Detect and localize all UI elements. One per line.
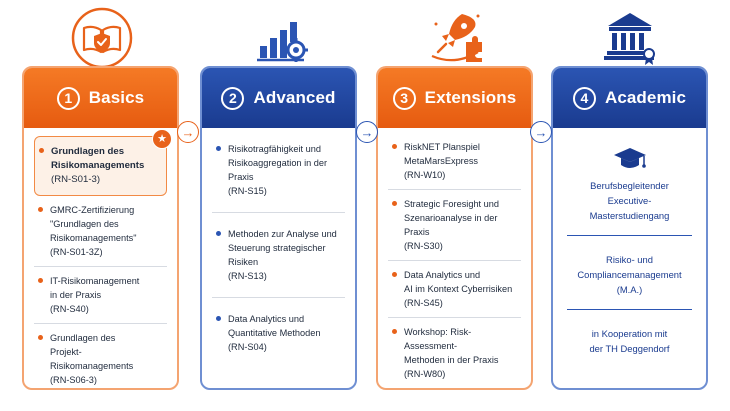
card-title: Academic <box>604 88 687 107</box>
card-advanced: 2 Advanced Risikotragfähigkeit und Risik… <box>200 66 357 390</box>
university-building-icon <box>597 6 663 70</box>
list-item-featured[interactable]: Grundlagen des Risikomanagements (RN-S01… <box>34 129 172 196</box>
step-number: 3 <box>392 86 416 110</box>
step-number: 1 <box>56 86 80 110</box>
star-icon: ★ <box>152 129 172 149</box>
card-header: 4 Academic <box>553 68 706 128</box>
academic-block: Berufsbegleitender Executive-Masterstudi… <box>589 180 670 221</box>
arrow-right-icon: → <box>530 121 552 143</box>
list-item[interactable]: Risikotragfähigkeit und Risikoaggregatio… <box>212 128 345 213</box>
list-item[interactable]: Methoden zur Analyse und Steuerung strat… <box>212 213 345 298</box>
arrow-right-icon: → <box>177 121 199 143</box>
bullet-icon <box>38 207 43 212</box>
academic-block: in Kooperation mit der TH Deggendorf <box>589 328 670 354</box>
card-title: Basics <box>88 88 145 107</box>
bullet-icon <box>392 201 397 206</box>
bullet-icon <box>392 329 397 334</box>
list-item[interactable]: Workshop: Risk-Assessment- Methoden in d… <box>388 318 521 388</box>
bullet-icon <box>216 146 221 151</box>
graduation-cap-icon <box>563 146 696 172</box>
divider <box>567 235 692 236</box>
list-item[interactable]: GMRC-Zertifizierung "Grundlagen des Risi… <box>34 196 167 267</box>
list-item[interactable]: Grundlagen des Projekt-Risikomanagements… <box>34 324 167 388</box>
card-academic: 4 Academic Berufsbegleitender Executive-… <box>551 66 708 390</box>
bullet-icon <box>38 278 43 283</box>
bullet-icon <box>38 335 43 340</box>
card-title: Extensions <box>424 88 517 107</box>
list-item[interactable]: Data Analytics und Quantitative Methoden… <box>212 298 345 368</box>
academic-block: Risiko- und Compliancemanagement (M.A.) <box>577 254 682 295</box>
bullet-icon <box>216 316 221 321</box>
card-basics: 1 Basics Grundlagen des Risikomanagement… <box>22 66 179 390</box>
card-header: 3 Extensions <box>378 68 531 128</box>
list-item[interactable]: IT-Risikomanagement in der Praxis (RN-S4… <box>34 267 167 324</box>
rocket-puzzle-icon <box>422 6 488 70</box>
list-item[interactable]: Strategic Foresight und Szenarioanalyse … <box>388 190 521 261</box>
bullet-icon <box>39 148 44 153</box>
arrow-right-icon: → <box>356 121 378 143</box>
bullet-icon <box>216 231 221 236</box>
card-title: Advanced <box>253 88 336 107</box>
card-extensions: 3 Extensions RiskNET Planspiel MetaMarsE… <box>376 66 533 390</box>
card-header: 1 Basics <box>24 68 177 128</box>
bar-chart-gear-icon <box>248 6 314 70</box>
step-number: 4 <box>572 86 596 110</box>
step-number: 2 <box>221 86 245 110</box>
list-item[interactable]: Data Analytics und AI im Kontext Cyberri… <box>388 261 521 318</box>
card-header: 2 Advanced <box>202 68 355 128</box>
bullet-icon <box>392 272 397 277</box>
list-item[interactable]: RiskNET Planspiel MetaMarsExpress (RN-W1… <box>388 128 521 190</box>
bullet-icon <box>392 144 397 149</box>
book-shield-icon <box>69 6 135 70</box>
divider <box>567 309 692 310</box>
